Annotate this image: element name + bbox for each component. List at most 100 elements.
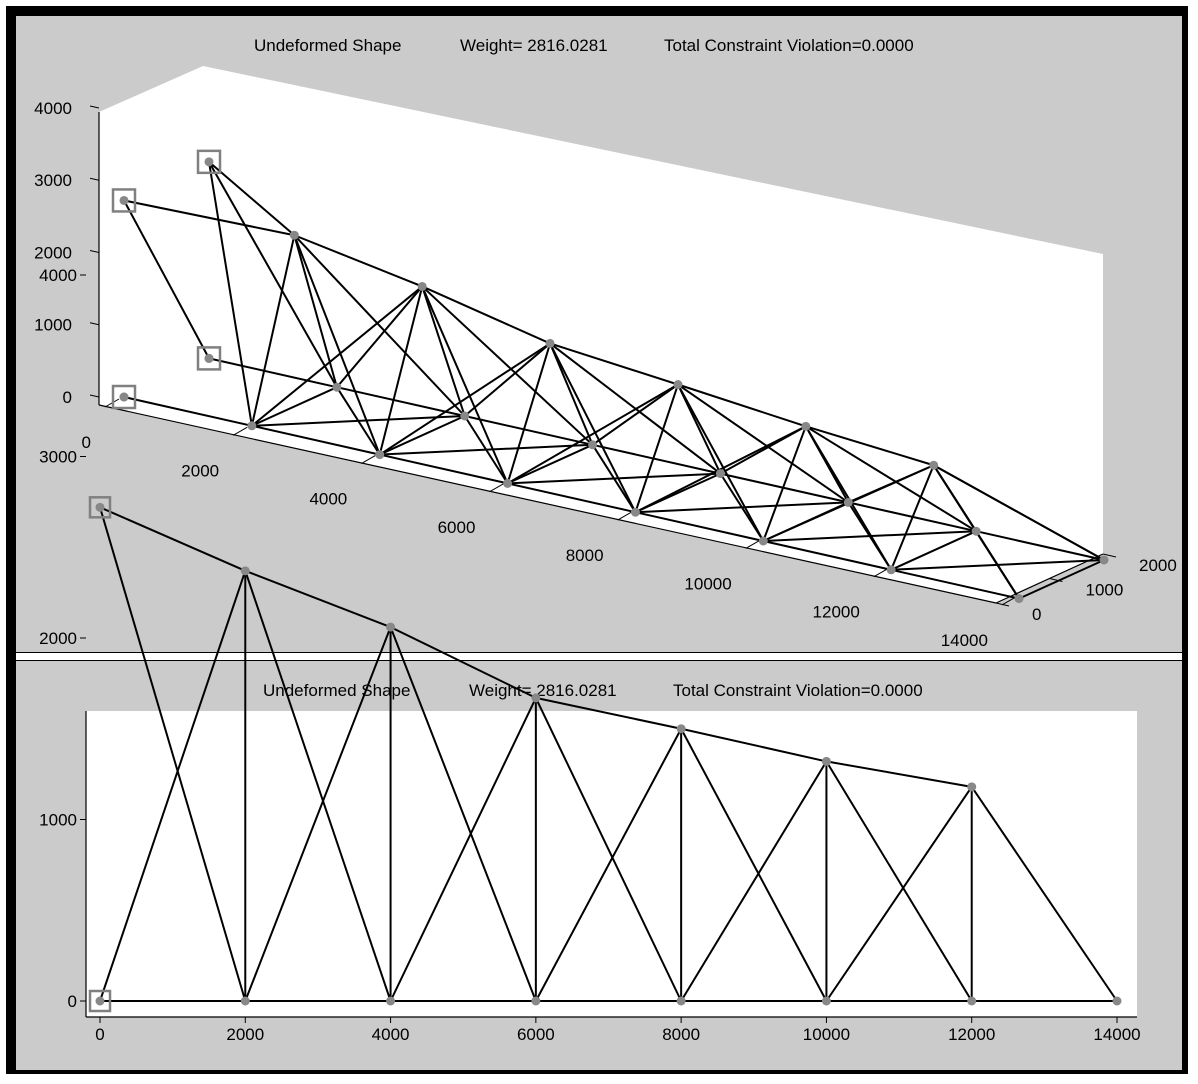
truss-node <box>119 392 129 402</box>
truss-node <box>886 565 896 575</box>
x-tick-label: 2000 <box>226 1025 264 1044</box>
truss-member <box>293 234 381 455</box>
support-marker <box>196 346 222 371</box>
truss-node <box>386 996 396 1006</box>
truss-member <box>208 161 253 426</box>
truss-member <box>591 444 637 513</box>
truss-member <box>535 696 682 730</box>
truss-node <box>821 756 831 766</box>
truss-node <box>676 724 686 734</box>
truss-member <box>507 443 593 485</box>
truss-member <box>389 697 537 1002</box>
truss-member <box>293 234 466 417</box>
truss-nodes <box>119 157 1109 604</box>
support-marker <box>88 989 112 1013</box>
truss-member <box>677 384 765 542</box>
truss-node <box>247 421 257 431</box>
truss-member <box>549 343 594 446</box>
truss-member <box>890 530 977 571</box>
x-tick-label: 0 <box>82 433 91 452</box>
truss-member <box>975 530 1105 561</box>
truss-member <box>825 786 973 1002</box>
truss-member <box>123 199 295 237</box>
x-tick-label: 8000 <box>662 1025 700 1044</box>
truss-member <box>293 234 423 288</box>
truss-node <box>503 478 513 488</box>
truss-member <box>933 464 1105 561</box>
truss-node <box>375 450 385 460</box>
truss-member <box>208 161 296 237</box>
truss-member <box>890 464 935 571</box>
truss-3d-plot: Undeformed Shape Weight= 2816.0281 Total… <box>34 36 1177 650</box>
truss-member <box>464 415 593 446</box>
truss-member <box>677 383 849 504</box>
z-tick-label: 0 <box>63 388 72 407</box>
support-marker <box>196 149 222 175</box>
truss-member <box>680 728 828 1002</box>
truss-member <box>379 342 551 456</box>
truss-member <box>389 626 537 1002</box>
truss-member <box>890 568 1020 600</box>
z-tick-label: 1000 <box>34 316 72 335</box>
truss-member <box>805 425 977 533</box>
y-tick-mark <box>1049 578 1063 582</box>
truss-member <box>534 728 683 1002</box>
x-tick-mark <box>617 511 632 521</box>
truss-node <box>240 996 250 1006</box>
truss-member <box>244 626 392 1002</box>
truss-member <box>592 443 721 475</box>
z-tick-label: 4000 <box>34 99 72 118</box>
truss-member <box>336 285 423 388</box>
title-label: Undeformed Shape <box>263 681 410 700</box>
truss-node <box>204 157 214 167</box>
z-tick-mark <box>89 177 100 181</box>
title-violation: Total Constraint Violation=0.0000 <box>664 36 914 55</box>
truss-node <box>119 195 129 205</box>
truss-member <box>1018 559 1105 600</box>
title-weight: Weight= 2816.0281 <box>460 36 608 55</box>
truss-member <box>421 286 509 484</box>
truss-member <box>336 386 381 456</box>
y-tick-label: 1000 <box>1086 581 1124 600</box>
truss-node <box>715 469 725 479</box>
truss-node <box>417 281 427 291</box>
axes-box-3d <box>99 66 1103 603</box>
truss-member <box>847 464 935 504</box>
x-axis-line <box>98 404 997 604</box>
title-group: Undeformed Shape Weight= 2816.0281 Total… <box>263 681 923 700</box>
z-tick-mark <box>89 322 100 326</box>
truss-members <box>99 506 1118 1002</box>
x-tick-label: 14000 <box>1093 1025 1140 1044</box>
support-marker <box>88 496 112 519</box>
x-tick-mark <box>873 568 889 578</box>
truss-member <box>680 760 828 1002</box>
title-group: Undeformed Shape Weight= 2816.0281 Total… <box>254 36 914 55</box>
truss-node <box>531 996 541 1006</box>
truss-node <box>676 996 686 1006</box>
truss-node <box>801 421 811 431</box>
truss-member <box>244 570 392 1002</box>
x-tick-label: 12000 <box>948 1025 995 1044</box>
truss-member <box>379 453 508 485</box>
truss-member <box>805 425 934 467</box>
truss-member <box>634 384 679 513</box>
title-violation: Total Constraint Violation=0.0000 <box>673 681 923 700</box>
support-markers <box>111 149 222 410</box>
truss-member <box>720 472 849 504</box>
truss-member <box>421 286 466 417</box>
truss-member <box>549 342 679 386</box>
x-tick-mark <box>745 539 760 549</box>
truss-node <box>204 353 214 363</box>
title-label: Undeformed Shape <box>254 36 401 55</box>
truss-member <box>336 386 465 417</box>
truss-member <box>421 285 551 345</box>
truss-node <box>531 693 541 703</box>
y-tick-label: 2000 <box>39 629 77 648</box>
axes-box-2d <box>86 711 1137 1017</box>
support-marker <box>111 384 137 410</box>
title-weight: Weight= 2816.0281 <box>469 681 617 700</box>
truss-member <box>464 342 551 417</box>
x-tick-label: 6000 <box>438 518 476 537</box>
